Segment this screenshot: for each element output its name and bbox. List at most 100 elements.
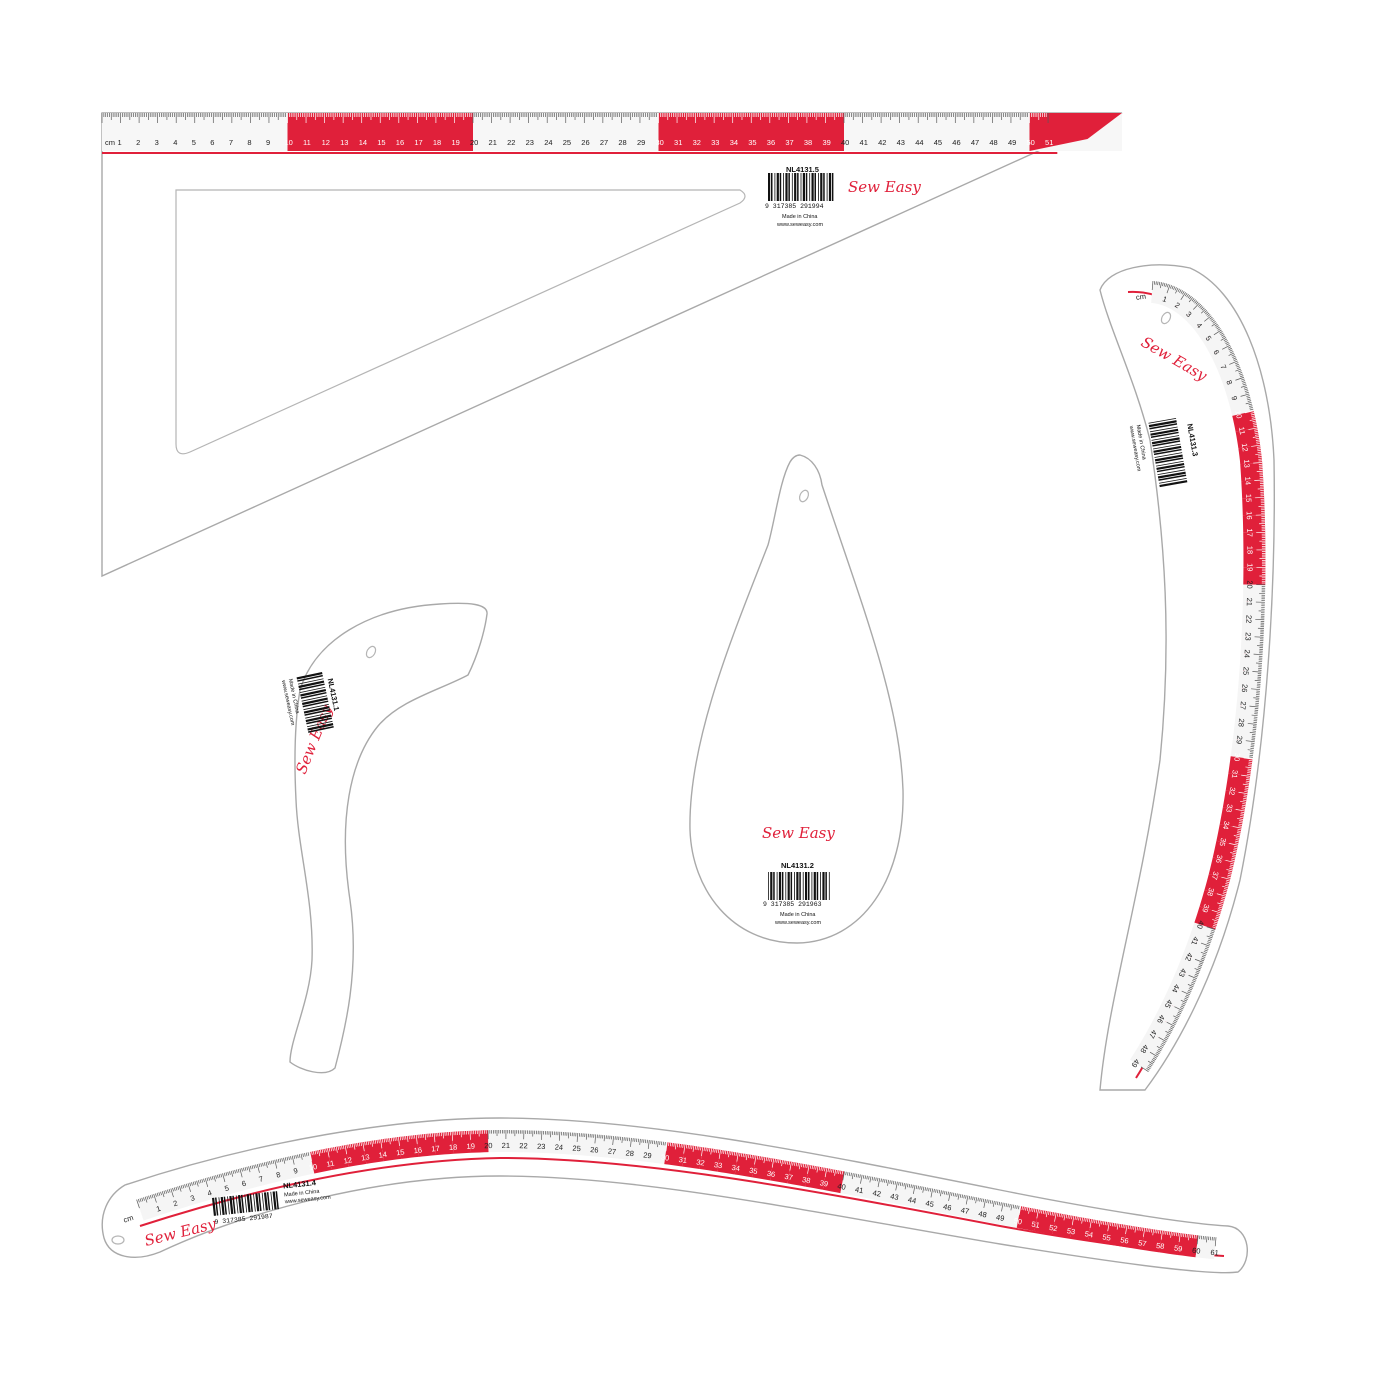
barcode-bar: [299, 683, 325, 691]
long-curve-tick-label: 61: [1210, 1248, 1219, 1258]
long-curve-tick: [305, 1152, 308, 1157]
long-curve-tick: [406, 1135, 409, 1142]
hip-curve-tick-label: 46: [1155, 1013, 1167, 1025]
long-curve-tick: [851, 1173, 854, 1180]
hip-curve-tick: [1242, 383, 1247, 386]
long-curve-tick: [225, 1172, 228, 1176]
hip-curve-tick: [1223, 338, 1228, 341]
long-curve-tick: [938, 1189, 941, 1194]
hip-curve-tick: [1243, 386, 1248, 389]
hip-curve-tick-label: 41: [1189, 935, 1200, 946]
hip-curve-tick: [1227, 873, 1232, 875]
long-curve-tick: [342, 1145, 345, 1149]
barcode-bar: [1159, 480, 1188, 488]
long-curve-tick: [215, 1175, 217, 1179]
long-curve-tick: [818, 1166, 821, 1171]
long-curve-tick-label: 26: [590, 1145, 599, 1155]
long-curve-tick: [705, 1147, 707, 1152]
long-curve-tick: [1159, 1230, 1162, 1234]
long-curve-tick: [210, 1176, 212, 1181]
teardrop-curve-logo: Sew Easy: [762, 824, 835, 842]
hip-curve-tick: [1237, 818, 1244, 820]
barcode-bar: [1152, 440, 1181, 447]
long-curve-tick: [855, 1173, 858, 1178]
hip-curve-tick: [1247, 749, 1254, 751]
triangle-tick-label: 29: [637, 138, 645, 147]
hip-curve-tick: [1181, 1004, 1185, 1007]
hip-curve-tick: [1162, 282, 1164, 287]
long-curve-tick: [1060, 1213, 1062, 1218]
triangle-tick-label: 36: [767, 138, 775, 147]
long-curve-tick: [895, 1181, 898, 1191]
barcode-bar: [826, 173, 828, 201]
long-curve-tick: [279, 1158, 282, 1163]
hip-curve-tick: [1201, 307, 1205, 311]
long-curve-tick: [868, 1176, 870, 1180]
long-curve-tick: [1001, 1202, 1004, 1212]
long-curve-tick: [847, 1172, 849, 1176]
hip-curve-tick-label: 47: [1147, 1028, 1159, 1040]
long-curve-tick: [887, 1179, 889, 1186]
long-curve-tick: [742, 1153, 744, 1158]
barcode-bar: [800, 173, 802, 201]
hip-curve-tick: [1140, 1066, 1149, 1072]
long-curve-tick: [854, 1173, 856, 1177]
barcode-bar: [1159, 477, 1187, 484]
hip-curve-tick: [1146, 1067, 1150, 1071]
long-curve-tick: [284, 1157, 287, 1161]
long-curve-tick: [1142, 1227, 1144, 1232]
hip-curve-tick: [1239, 373, 1243, 376]
hip-curve-tick: [1233, 849, 1237, 851]
hip-curve-tick: [1237, 830, 1241, 832]
long-curve-tick: [227, 1171, 229, 1176]
long-curve-tick: [839, 1170, 842, 1175]
barcode-bar: [297, 674, 323, 682]
hip-curve-tick: [1249, 407, 1253, 409]
long-curve-tick: [201, 1179, 204, 1183]
hip-curve-tick: [1225, 341, 1229, 345]
long-curve-tick: [371, 1140, 373, 1147]
long-curve-tick: [234, 1169, 236, 1174]
hip-curve-tick-label: 26: [1240, 684, 1250, 693]
hip-curve-tick: [1228, 347, 1232, 351]
long-curve-tick: [297, 1154, 299, 1159]
long-curve-tick: [1163, 1230, 1165, 1235]
long-curve-band: [893, 1181, 916, 1207]
long-curve-tick: [1018, 1205, 1020, 1210]
barcode-bar: [307, 723, 334, 731]
long-curve-tick: [353, 1143, 356, 1150]
long-curve-tick: [155, 1193, 157, 1197]
long-curve-tick: [977, 1197, 979, 1202]
hip-curve-tick: [1200, 951, 1207, 955]
hip-curve-tick: [1235, 368, 1242, 372]
hip-curve-tick: [1246, 395, 1250, 397]
hip-curve-tick: [1172, 1022, 1176, 1026]
barcode-bar: [299, 686, 326, 694]
hip-curve-tick: [1255, 439, 1260, 441]
long-curve-band: [840, 1171, 863, 1197]
long-curve-tick: [751, 1154, 753, 1159]
hip-curve-band: [1236, 687, 1261, 707]
hip-curve-tick: [1158, 281, 1161, 286]
hip-curve-tick: [1149, 1063, 1153, 1067]
hip-curve-tick: [1205, 311, 1209, 315]
long-curve-tick: [926, 1187, 928, 1192]
barcode-bar: [253, 1193, 256, 1212]
long-curve-tick: [1111, 1222, 1114, 1227]
barcode-bar: [244, 1194, 248, 1213]
long-curve-tick: [163, 1190, 166, 1195]
long-curve-tick: [712, 1148, 714, 1153]
long-curve-tick: [816, 1166, 819, 1173]
barcode-bar: [785, 872, 787, 900]
long-curve-tick: [230, 1170, 234, 1177]
hip-curve-tick: [1220, 337, 1227, 341]
long-curve-tick: [965, 1195, 969, 1205]
triangle-tick-label: 25: [563, 138, 571, 147]
triangle-tick-label: 47: [971, 138, 979, 147]
hip-curve-tick: [1217, 328, 1221, 331]
long-curve-tick: [889, 1180, 891, 1184]
long-curve-tick: [156, 1192, 159, 1197]
long-curve-tick: [144, 1196, 148, 1203]
hip-curve-tick: [1240, 393, 1250, 397]
